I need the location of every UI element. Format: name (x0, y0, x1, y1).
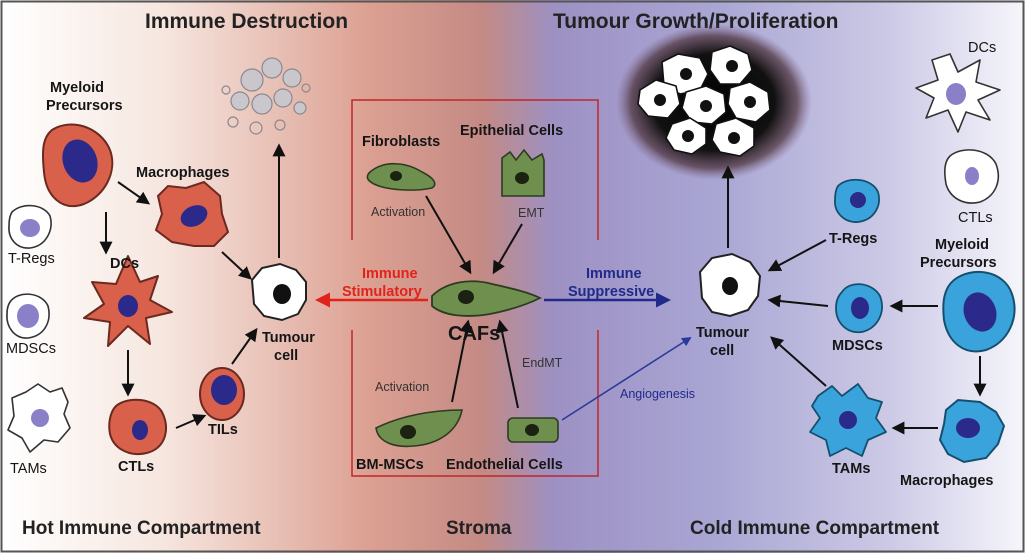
right-arrows (721, 165, 987, 435)
label-cafs: CAFs (448, 323, 500, 345)
label-myeloid-right-line2: Precursors (920, 255, 997, 271)
label-mdscs-right: MDSCs (832, 338, 883, 354)
label-tregs-left: T-Regs (8, 251, 55, 267)
label-emt: EMT (518, 206, 545, 220)
center-arrows (425, 195, 523, 409)
treg-cell-right (834, 178, 880, 223)
label-tregs-right: T-Regs (829, 231, 877, 247)
label-bm-mscs: BM-MSCs (356, 457, 424, 473)
tam-cell-right (809, 383, 887, 457)
bm-msc-cell (375, 409, 463, 448)
label-immune-suppressive: Immune Suppressive (568, 266, 654, 300)
label-myeloid-precursors-left: Myeloid Precursors (46, 80, 123, 114)
arrow-mdscs-to-tumour (767, 294, 829, 308)
arrow-endothelial-to-caf (495, 319, 519, 409)
label-activation-bottom: Activation (375, 380, 429, 394)
label-angiogenesis: Angiogenesis (620, 387, 695, 401)
stroma-bracket-bottom (351, 330, 599, 477)
label-tams-right: TAMs (832, 461, 870, 477)
header-immune-destruction: Immune Destruction (145, 10, 348, 33)
macrophage-cell-left (154, 180, 230, 247)
endothelial-cell (507, 417, 559, 443)
arrow-tils-to-tumour (231, 327, 258, 365)
arrow-bmmsc-to-caf (451, 319, 473, 403)
epithelial-cell (501, 148, 545, 197)
label-ctls-left: CTLs (118, 459, 154, 475)
label-supp-line1: Immune (586, 266, 642, 282)
footer-stroma: Stroma (446, 518, 512, 539)
label-endmt: EndMT (522, 356, 563, 370)
label-tumour-right-line1: Tumour (696, 325, 749, 341)
arrow-myeloid-to-macrophages-left (117, 181, 151, 205)
tumour-cell-left (250, 262, 307, 322)
ctl-cell-left (108, 398, 167, 455)
fibroblast-cell (366, 162, 436, 191)
label-immune-stimulatory: Immune Stimulatory (342, 266, 422, 300)
arrow-tams-to-tumour (770, 336, 827, 387)
label-stim-line1: Immune (362, 266, 418, 282)
proliferating-tumour-cluster (616, 24, 812, 180)
dc-cell-left (83, 255, 173, 347)
myeloid-precursor-cell-left (42, 123, 114, 207)
label-myeloid-right-line1: Myeloid (935, 237, 989, 253)
mdsc-cell-left (6, 293, 50, 339)
arrow-macrophages-to-tumour (221, 251, 252, 280)
til-cell-left (199, 367, 245, 421)
label-tumour-cell-right: Tumour cell (696, 325, 753, 359)
caf-cell (431, 280, 543, 317)
label-myeloid-left-line2: Precursors (46, 98, 123, 114)
label-macrophages-left: Macrophages (136, 165, 229, 181)
label-activation-top: Activation (371, 205, 425, 219)
left-arrows (99, 143, 286, 429)
label-tumour-right-line2: cell (710, 343, 734, 359)
label-tams-left: TAMs (10, 461, 47, 477)
label-dcs-right: DCs (968, 40, 996, 56)
label-epithelial-cells: Epithelial Cells (460, 123, 563, 139)
arrow-angiogenesis (561, 336, 692, 421)
label-tumour-left-line1: Tumour (262, 330, 315, 346)
footer-hot-compartment: Hot Immune Compartment (22, 518, 261, 539)
label-dcs-left: DCs (110, 256, 139, 272)
label-tumour-left-line2: cell (274, 348, 298, 364)
label-macrophages-right: Macrophages (900, 473, 993, 489)
label-endothelial-cells: Endothelial Cells (446, 457, 563, 473)
label-myeloid-left-line1: Myeloid (50, 80, 104, 96)
label-tils-left: TILs (208, 422, 238, 438)
myeloid-precursor-cell-right (942, 271, 1016, 353)
arrow-epithelial-to-caf (492, 223, 523, 275)
mdsc-cell-right (835, 283, 883, 334)
dc-cell-right (915, 53, 1001, 133)
arrow-fibroblast-to-caf (425, 195, 472, 275)
label-mdscs-left: MDSCs (6, 341, 56, 357)
treg-cell-left (8, 204, 52, 249)
destroyed-tumour-debris (221, 57, 311, 135)
label-ctls-right: CTLs (958, 210, 993, 226)
label-myeloid-precursors-right: Myeloid Precursors (920, 237, 997, 271)
label-supp-line2: Suppressive (568, 284, 654, 300)
macrophage-cell-right (938, 398, 1006, 464)
tam-cell-left (7, 383, 71, 453)
arrow-ctls-to-tils (175, 414, 207, 429)
label-tumour-cell-left: Tumour cell (262, 330, 319, 364)
tumour-cell-right (698, 252, 762, 318)
label-stim-line2: Stimulatory (342, 284, 422, 300)
footer-cold-compartment: Cold Immune Compartment (690, 518, 940, 539)
header-tumour-growth: Tumour Growth/Proliferation (553, 10, 838, 33)
stroma-bracket-top (351, 99, 599, 240)
label-fibroblasts: Fibroblasts (362, 134, 440, 150)
ctl-cell-right (944, 149, 1000, 204)
arrow-tregs-to-tumour (767, 239, 827, 272)
